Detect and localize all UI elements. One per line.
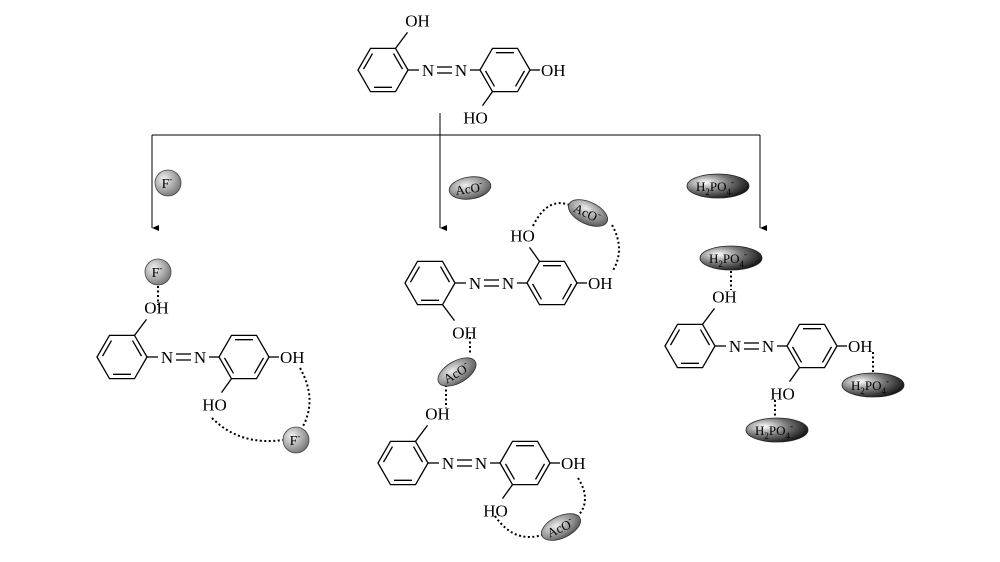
fluoride-label: F- — [290, 431, 301, 449]
hydrogen-bond — [494, 515, 546, 538]
reaction-arrows — [151, 113, 767, 231]
phosphate-ellipse-icon — [745, 417, 809, 443]
acetate-label: AcO- — [454, 177, 484, 198]
phosphate-ion: H2PO4- — [841, 372, 905, 398]
para-oh-label: OH — [541, 61, 566, 80]
azo-n1-label: N — [161, 348, 173, 367]
receptor-molecule: OH N N OH HO — [357, 11, 566, 128]
fluoride-sphere-icon — [154, 169, 182, 197]
ortho-ho-label: HO — [463, 109, 488, 128]
phosphate-ellipse-icon — [841, 372, 905, 398]
phenol-oh-label: OH — [712, 287, 737, 306]
azo-n2-label: N — [475, 454, 487, 473]
hydrogen-bond — [611, 224, 620, 273]
hydrogen-bond — [299, 367, 311, 429]
phosphate-label: H2PO4- — [851, 376, 889, 396]
phosphate-label: H2PO4- — [696, 177, 734, 197]
fluoride-label: F- — [162, 174, 173, 192]
acetate-ellipse-icon — [437, 357, 477, 387]
acetate-ion: AcO- — [541, 513, 581, 541]
phosphate-complex-molecule: OH N N OH HO — [664, 287, 873, 404]
acetate-ion: AcO- — [568, 199, 608, 227]
phosphate-ion: H2PO4- — [745, 417, 809, 443]
ortho-ho-label: HO — [202, 396, 227, 415]
fluoride-ion: F- — [282, 426, 310, 454]
azo-n2-label: N — [762, 337, 774, 356]
para-oh-label: OH — [588, 274, 613, 293]
para-oh-label: OH — [561, 454, 586, 473]
azo-n2-label: N — [194, 348, 206, 367]
phenol-oh-label: OH — [144, 298, 169, 317]
para-oh-label: OH — [280, 348, 305, 367]
acetate-ellipse-icon — [448, 176, 492, 200]
phosphate-label: H2PO4- — [709, 249, 747, 269]
azo-n1-label: N — [422, 61, 434, 80]
phosphate-ellipse-icon — [699, 245, 763, 271]
azo-n1-label: N — [729, 337, 741, 356]
phenol-oh-label: OH — [425, 404, 450, 423]
acetate-ellipse-icon — [568, 199, 608, 227]
azo-n2-label: N — [502, 274, 514, 293]
phenol-oh-label: OH — [405, 11, 430, 30]
hydrogen-bond — [532, 202, 573, 227]
hydrogen-bond — [577, 477, 586, 517]
phenol-oh-label: OH — [452, 324, 477, 343]
fluoride-complex-molecule: OH N N OH HO — [96, 298, 305, 415]
acetate-complex-molecule-top: OH N N OH HO — [404, 226, 613, 343]
phosphate-label: H2PO4- — [755, 421, 793, 441]
hydrogen-bond — [211, 417, 284, 442]
phosphate-ion: H2PO4- — [686, 173, 750, 199]
fluoride-sphere-icon — [282, 426, 310, 454]
phosphate-ellipse-icon — [686, 173, 750, 199]
acetate-ion: AcO- — [437, 357, 477, 387]
azo-n2-label: N — [455, 61, 467, 80]
phosphate-ion: H2PO4- — [699, 245, 763, 271]
para-oh-label: OH — [848, 337, 873, 356]
fluoride-label: F- — [152, 263, 163, 281]
acetate-complex-molecule-bottom: OH N N OH HO — [377, 404, 586, 521]
ortho-ho-label: HO — [483, 502, 508, 521]
fluoride-ion: F- — [154, 169, 182, 197]
ortho-ho-label: HO — [510, 226, 535, 245]
azo-n1-label: N — [442, 454, 454, 473]
ortho-ho-label: HO — [770, 385, 795, 404]
acetate-ellipse-icon — [541, 513, 581, 541]
hydrogen-bonds — [157, 202, 874, 538]
acetate-ion: AcO- — [448, 176, 492, 200]
fluoride-sphere-icon — [144, 258, 172, 286]
fluoride-ion: F- — [144, 258, 172, 286]
azo-n1-label: N — [469, 274, 481, 293]
